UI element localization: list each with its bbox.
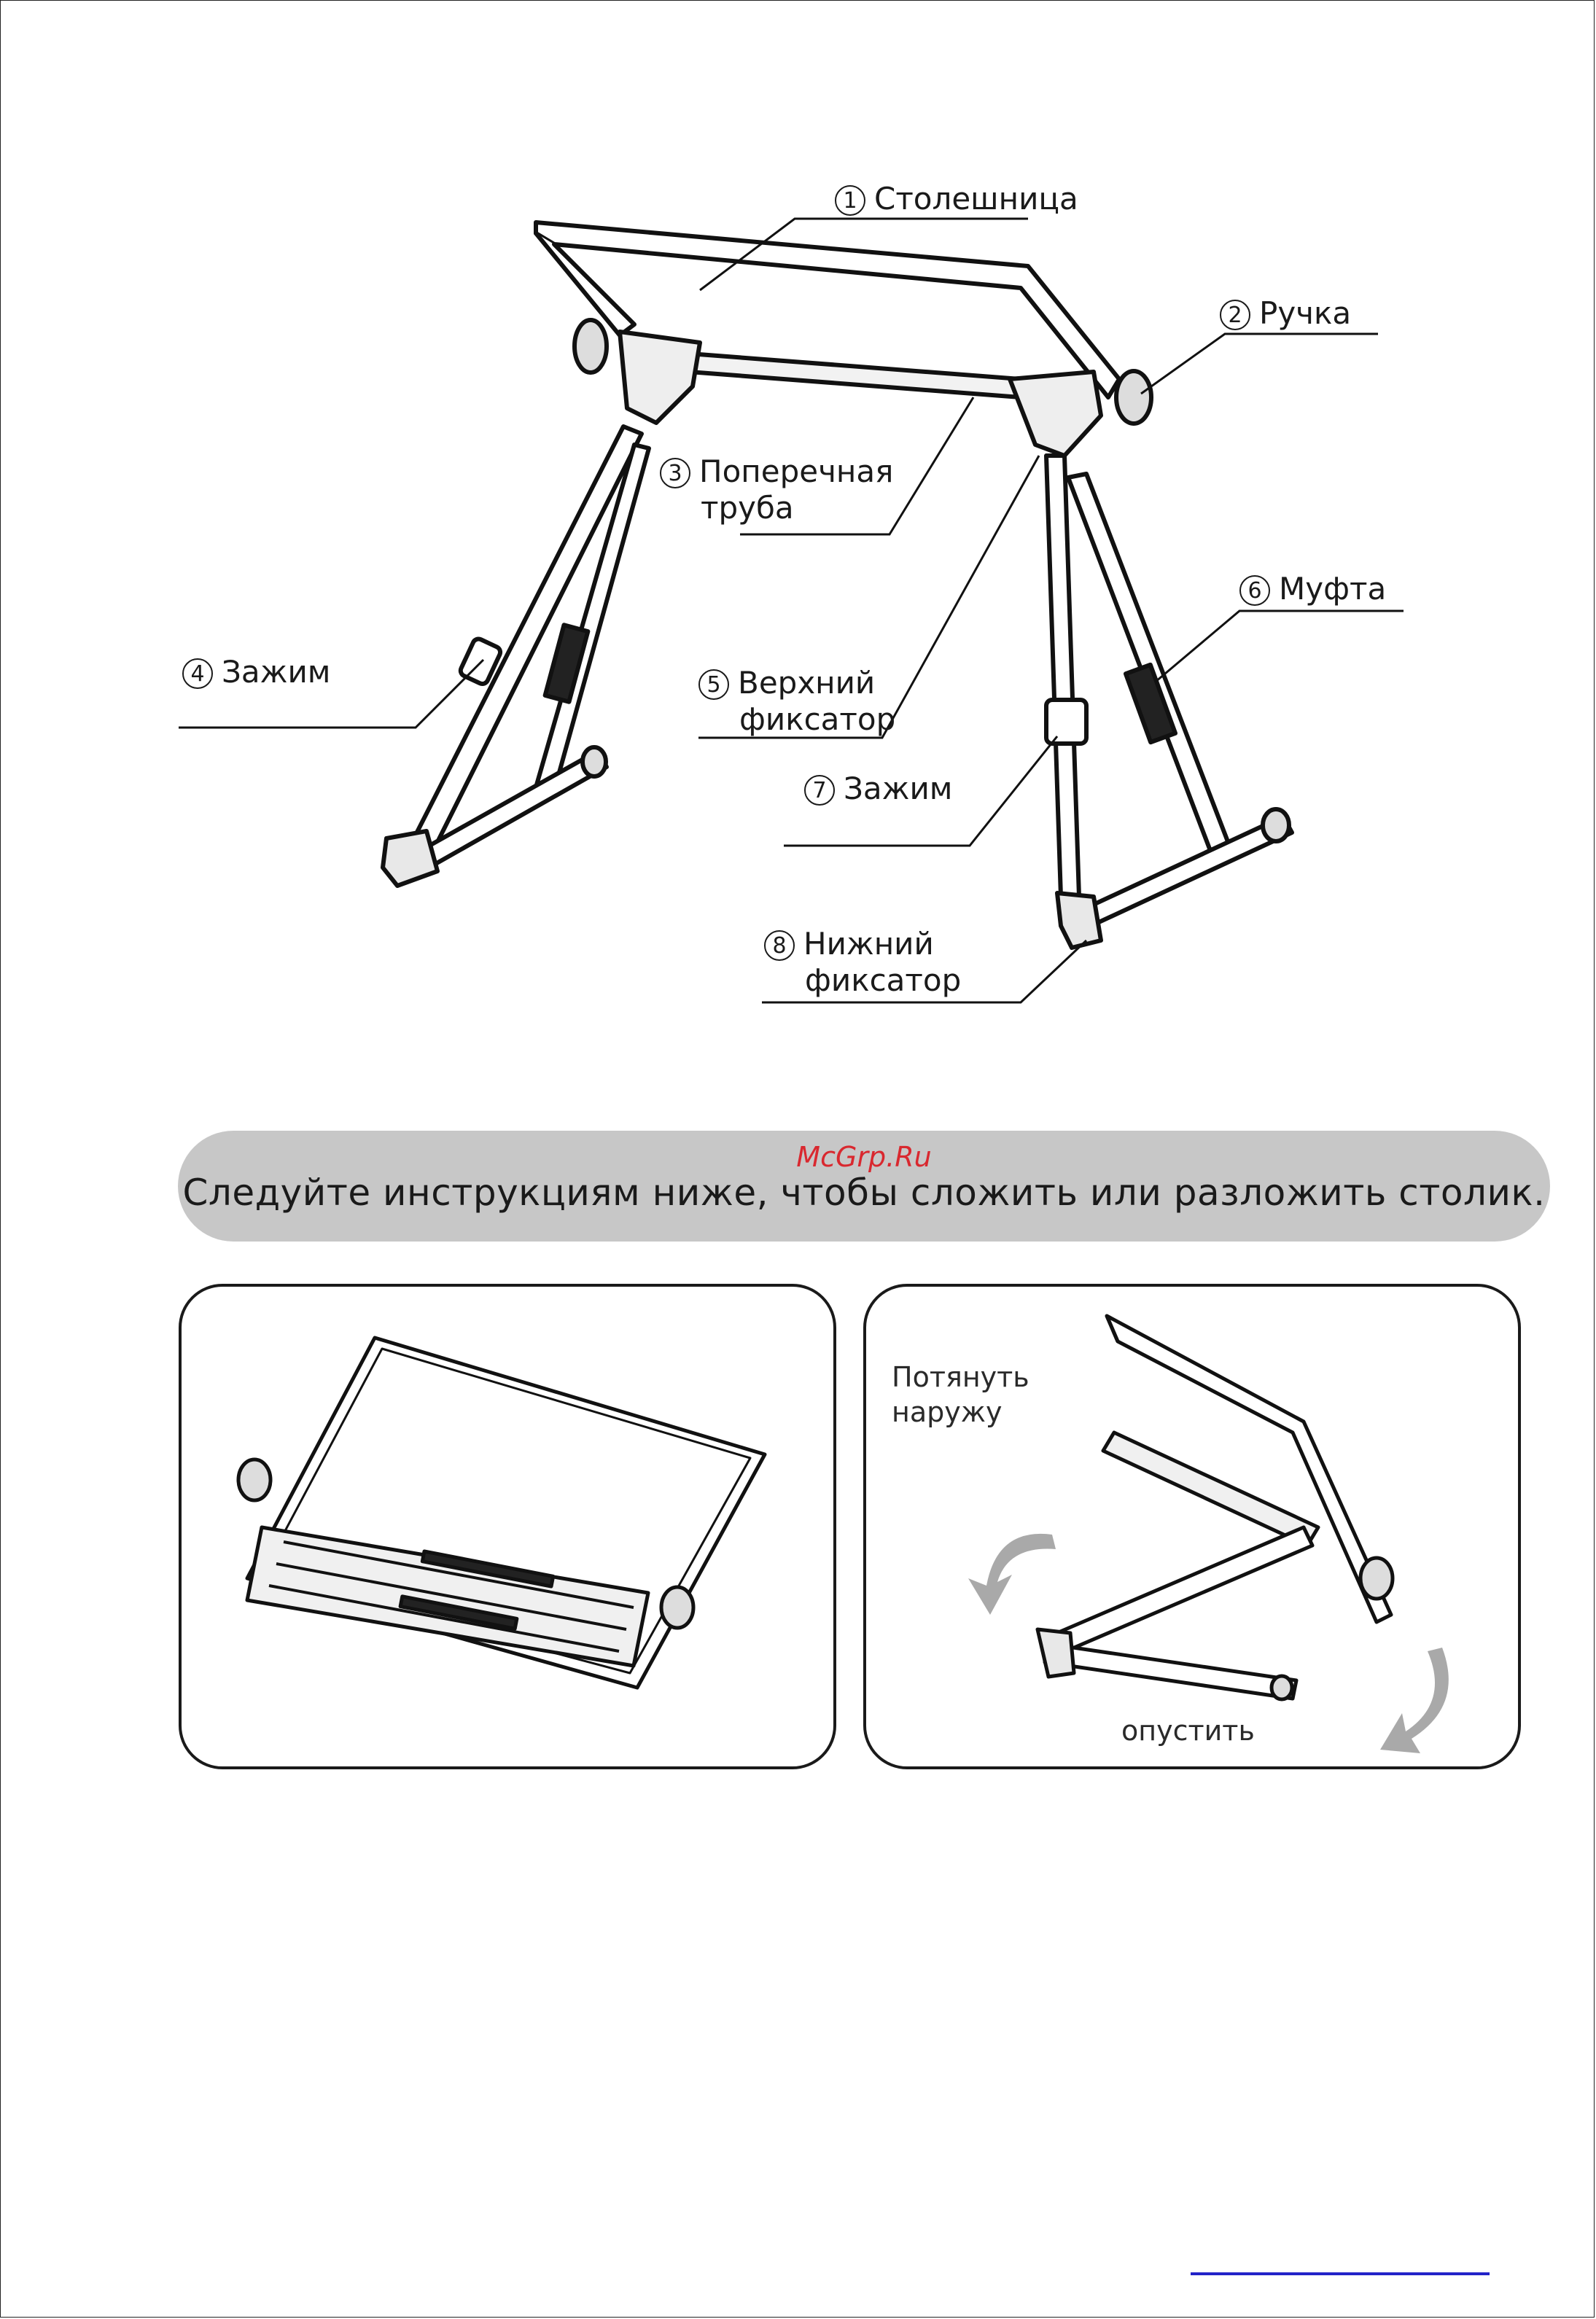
part-number-badge: 8 bbox=[764, 930, 795, 961]
part-number-badge: 7 bbox=[804, 775, 835, 806]
part-label-3: 3 Поперечная труба bbox=[660, 453, 893, 526]
unfold-legs-upper bbox=[1103, 1433, 1318, 1546]
part-name: Муфта bbox=[1279, 571, 1386, 607]
part-name-line2: фиксатор bbox=[764, 962, 961, 999]
right-foot-cap bbox=[1263, 809, 1289, 841]
right-clamp bbox=[1046, 700, 1086, 744]
part-number-badge: 2 bbox=[1220, 300, 1250, 330]
part-name-line2: фиксатор bbox=[698, 701, 895, 738]
folded-knob-left bbox=[238, 1459, 270, 1500]
lower-text: опустить bbox=[1121, 1713, 1255, 1748]
unfold-legs-bottom bbox=[1045, 1644, 1296, 1699]
instruction-text: Следуйте инструкциям ниже, чтобы сложить… bbox=[178, 1172, 1550, 1214]
part-label-8: 8 Нижний фиксатор bbox=[764, 926, 961, 999]
part-name: Зажим bbox=[844, 771, 952, 806]
part-name: Поперечная bbox=[699, 453, 893, 489]
part-number-badge: 5 bbox=[698, 669, 729, 700]
part-name: Ручка bbox=[1259, 295, 1351, 331]
unfold-illustration bbox=[866, 1287, 1518, 1766]
pull-out-line1: Потянуть bbox=[892, 1360, 1029, 1395]
part-name: Столешница bbox=[874, 181, 1078, 217]
footer-link-underline[interactable] bbox=[1191, 2272, 1490, 2275]
part-label-7: 7 Зажим bbox=[804, 771, 952, 807]
unfold-panel: Потянуть наружу опустить bbox=[863, 1284, 1521, 1769]
leader-2 bbox=[1141, 334, 1378, 394]
part-number-badge: 3 bbox=[660, 458, 690, 488]
part-name-line2: труба bbox=[660, 490, 893, 526]
part-name: Верхний bbox=[738, 665, 875, 701]
right-foot bbox=[1057, 893, 1101, 948]
arrow-up-icon bbox=[968, 1534, 1056, 1615]
unfold-legs-lower bbox=[1048, 1527, 1312, 1655]
pull-out-text: Потянуть наружу bbox=[892, 1360, 1029, 1430]
part-name: Нижний bbox=[803, 926, 934, 962]
part-number-badge: 4 bbox=[182, 658, 213, 689]
part-number-badge: 6 bbox=[1239, 575, 1270, 606]
pull-out-line2: наружу bbox=[892, 1395, 1029, 1430]
right-foot-bar bbox=[1079, 816, 1292, 927]
left-hinge bbox=[620, 332, 700, 423]
left-foot-cap bbox=[583, 747, 606, 776]
table-stand-diagram bbox=[0, 0, 1596, 1057]
right-knob bbox=[1116, 371, 1151, 424]
part-label-2: 2 Ручка bbox=[1220, 295, 1351, 332]
part-name: Зажим bbox=[222, 654, 330, 690]
instruction-banner: McGrp.Ru Следуйте инструкциям ниже, чтоб… bbox=[178, 1131, 1550, 1242]
right-hinge bbox=[1010, 372, 1101, 456]
part-label-5: 5 Верхний фиксатор bbox=[698, 665, 895, 738]
part-number-badge: 1 bbox=[835, 185, 865, 216]
watermark-text: McGrp.Ru bbox=[178, 1141, 1550, 1173]
arrow-down-icon bbox=[1380, 1648, 1449, 1753]
left-foot bbox=[383, 831, 437, 886]
leader-6 bbox=[1156, 611, 1404, 682]
folded-knob-right bbox=[661, 1587, 693, 1628]
right-front-leg bbox=[1046, 456, 1079, 897]
folded-table-panel bbox=[179, 1284, 836, 1769]
part-label-6: 6 Муфта bbox=[1239, 571, 1386, 607]
left-knob bbox=[575, 320, 607, 373]
folded-table-illustration bbox=[182, 1287, 833, 1766]
part-label-4: 4 Зажим bbox=[182, 654, 330, 690]
part-label-1: 1 Столешница bbox=[835, 181, 1078, 217]
unfold-foot bbox=[1038, 1629, 1074, 1677]
